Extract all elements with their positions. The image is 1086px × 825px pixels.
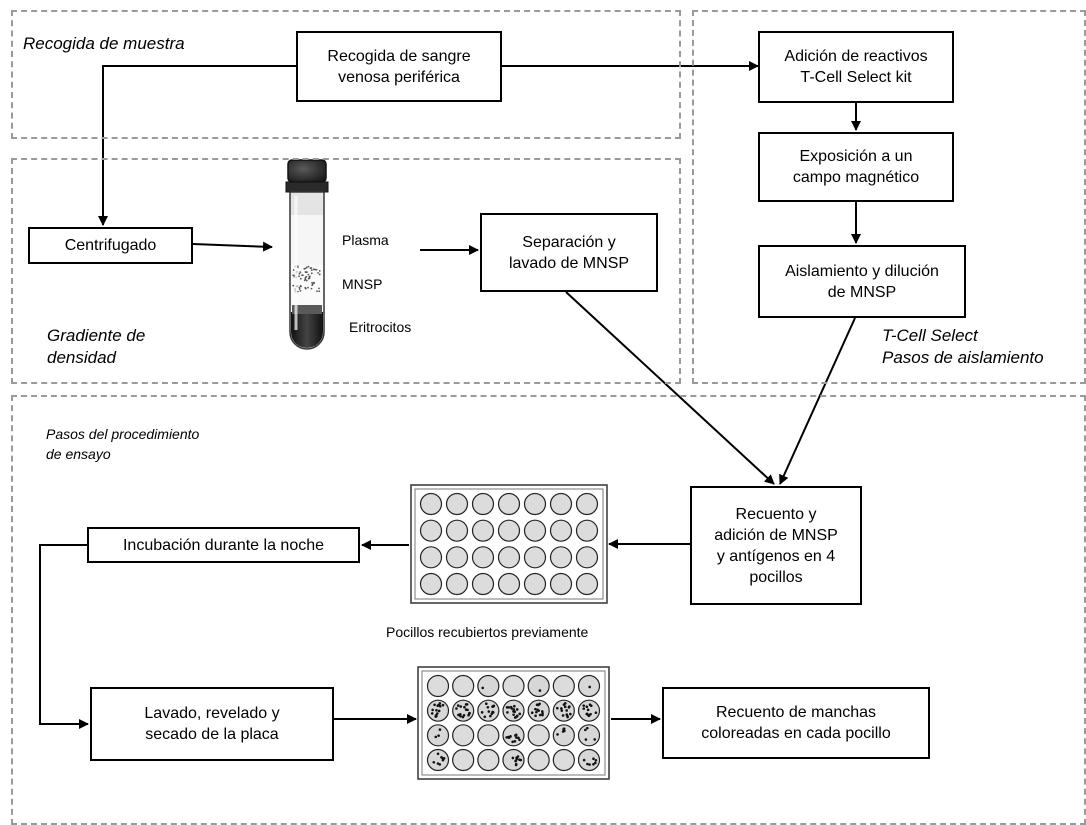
blood-tube — [285, 159, 329, 350]
step-wash-develop: Lavado, revelado y secado de la placa — [90, 687, 334, 761]
step-centrifuge: Centrifugado — [28, 227, 193, 264]
tube-label-plasma: Plasma — [342, 232, 389, 248]
coated-well-plate — [410, 484, 608, 604]
arrow-centrifuge-to-tube — [192, 241, 273, 252]
step-blood-collection: Recogida de sangre venosa periférica — [296, 31, 502, 102]
step-isolation-dilution: Aislamiento y dilución de MNSP — [758, 245, 966, 318]
step-add-reagents: Adición de reactivos T-Cell Select kit — [758, 31, 954, 103]
section-label-tcell-select: T-Cell Select Pasos de aislamiento — [882, 326, 1044, 367]
arrow-isolation-to-count — [779, 317, 856, 485]
region-tcell-select — [692, 10, 1086, 384]
step-incubation: Incubación durante la noche — [87, 527, 360, 563]
section-label-assay-steps: Pasos del procedimiento de ensayo — [46, 426, 200, 462]
region-sample-collection — [11, 10, 681, 139]
arrow-incubation-to-wash — [39, 544, 89, 729]
step-spot-count: Recuento de manchas coloreadas en cada p… — [662, 687, 930, 759]
tube-label-mnsp: MNSP — [342, 276, 383, 292]
region-density-gradient — [11, 158, 681, 384]
arrow-separation-to-count — [565, 291, 775, 485]
step-magnetic-field: Exposición a un campo magnético — [758, 132, 954, 202]
arrow-blood-to-centrifuge — [98, 65, 296, 226]
section-label-sample-collection: Recogida de muestra — [23, 34, 185, 53]
step-separation-wash: Separación y lavado de MNSP — [480, 213, 658, 292]
section-label-density-gradient: Gradiente de densidad — [47, 326, 146, 367]
tube-label-erythrocytes: Eritrocitos — [349, 319, 412, 335]
step-count-add: Recuento y adición de MNSP y antígenos e… — [690, 486, 862, 605]
plate-caption: Pocillos recubiertos previamente — [386, 624, 589, 640]
developed-well-plate — [417, 666, 610, 780]
